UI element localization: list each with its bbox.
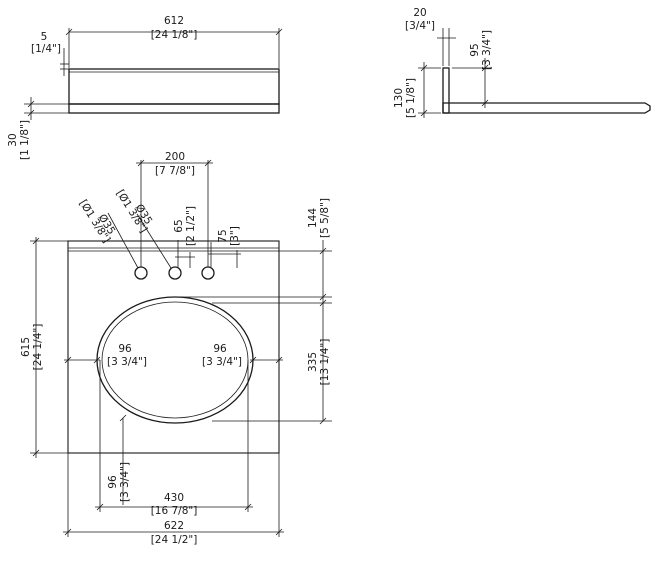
lip-5-inch-label: [1/4"] [31,43,61,55]
bowl-right-96-inch-label: [3 3/4"] [202,356,242,368]
bowl-depth-335-label: 335 [307,352,319,372]
side-view: 20 [3/4"] 95 [3 3/4"] 130 [5 1/8"] [393,7,651,118]
faucet-spacing-200-label: 200 [165,151,185,163]
side-view-slab [442,102,651,114]
side-20-label: 20 [413,7,426,19]
top-144-inch-label: [5 5/8"] [319,198,331,238]
lip-5-label: 5 [41,31,48,43]
plan-view: 200 [7 7/8"] Ø35 [Ø1 3/8"] Ø35 [Ø1 3/8"]… [20,151,332,546]
faucet-hole-center [168,266,182,280]
depth-615-inch-label: [24 1/4"] [32,324,44,371]
bowl-bottom-96-label: 96 [107,475,119,489]
bowl-bottom-96-inch-label: [3 3/4"] [119,462,131,502]
width-612-inch-label: [24 1/8"] [151,29,198,41]
front-view-slab [68,103,280,114]
side-130-inch-label: [5 1/8"] [405,78,417,118]
side-130-label: 130 [393,88,405,108]
offset-75-inch-label: [3"] [229,226,241,246]
bowl-left-96-inch-label: [3 3/4"] [107,356,147,368]
bowl-width-430-inch-label: [16 7/8"] [151,505,198,517]
front-view-backsplash [68,68,280,105]
front-view: 612 [24 1/8"] 5 [1/4"] 30 [1 1/8"] [7,15,283,160]
side-95-inch-label: [3 3/4"] [481,30,493,70]
offset-65-label: 65 [173,219,185,232]
total-width-622-inch-label: [24 1/2"] [151,534,198,546]
bowl-depth-335-inch-label: [13 1/4"] [319,339,331,386]
total-width-622-label: 622 [164,520,184,532]
side-20-inch-label: [3/4"] [405,20,435,32]
top-144-label: 144 [307,208,319,228]
side-view-backsplash [442,67,450,114]
thickness-30-label: 30 [7,133,19,146]
bowl-right-96-label: 96 [213,343,227,355]
width-612-label: 612 [164,15,184,27]
bowl-left-96-label: 96 [118,343,132,355]
offset-75-label: 75 [217,229,229,242]
thickness-30-inch-label: [1 1/8"] [19,120,31,160]
bowl-width-430-label: 430 [164,492,184,504]
depth-615-label: 615 [20,337,32,357]
faucet-spacing-200-inch-label: [7 7/8"] [155,165,195,177]
offset-65-inch-label: [2 1/2"] [185,206,197,246]
side-95-label: 95 [469,43,481,56]
